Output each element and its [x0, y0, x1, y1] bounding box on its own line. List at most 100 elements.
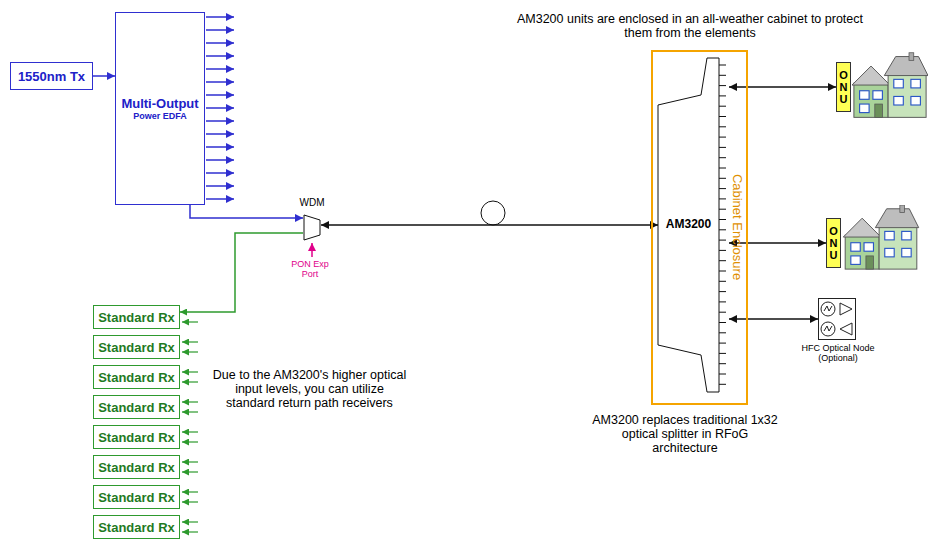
output-arrow: [206, 29, 234, 31]
signal-arrow: [93, 75, 115, 77]
output-arrow: [206, 146, 234, 148]
output-port: [719, 291, 726, 292]
node-text: Standard Rx: [98, 460, 175, 475]
coupler-outline: [304, 215, 320, 240]
output-port: [719, 65, 726, 66]
node-text: Power EDFA: [133, 111, 187, 121]
fiber-link: [321, 224, 658, 226]
input-arrow: [182, 491, 198, 492]
wdm-coupler: WDM: [303, 214, 321, 241]
output-port: [719, 188, 726, 189]
input-arrow: [182, 471, 198, 472]
cabinet-enclosure: AM3200 Cabinet Enclosure: [651, 50, 748, 405]
output-port: [719, 312, 726, 313]
node-text: Cabinet Enclosure: [730, 174, 745, 280]
output-port: [719, 343, 726, 344]
receiver-box: Standard Rx: [93, 425, 180, 449]
output-arrow: [206, 55, 234, 57]
input-arrow: [182, 521, 198, 522]
input-arrow: [182, 351, 198, 352]
hfc-node-icon: [824, 306, 832, 311]
output-arrow: [206, 198, 234, 200]
hfc-node-icon: [840, 323, 852, 335]
note-text: Due to the AM3200's higher optical input…: [212, 368, 407, 410]
node-text: ONU: [828, 225, 839, 261]
hfc-node-icon: [821, 302, 852, 336]
receiver-box: Standard Rx: [93, 305, 180, 329]
output-arrow: [206, 172, 234, 174]
receiver-box: Standard Rx: [93, 365, 180, 389]
port-arrow: [311, 243, 313, 257]
node-text: WDM: [291, 197, 333, 208]
output-port: [719, 384, 726, 385]
output-arrow: [206, 185, 234, 187]
output-arrow: [206, 159, 234, 161]
drop-fiber: [729, 318, 818, 320]
output-arrow: [206, 94, 234, 96]
output-port: [719, 198, 726, 199]
output-arrow: [206, 16, 234, 18]
node-text: Standard Rx: [98, 370, 175, 385]
output-port: [719, 353, 726, 354]
output-port: [719, 219, 726, 220]
output-port: [719, 332, 726, 333]
output-port: [719, 209, 726, 210]
hfc-node-icon: [821, 302, 835, 316]
node-text: Standard Rx: [98, 490, 175, 505]
amplifier-box: Multi-OutputPower EDFA: [115, 12, 205, 205]
node-text: HFC Optical Node (Optional): [794, 343, 882, 363]
drop-fiber: [729, 86, 836, 88]
output-port: [719, 271, 726, 272]
input-arrow: [182, 531, 198, 532]
input-arrow: [182, 441, 198, 442]
output-port: [719, 126, 726, 127]
output-port: [719, 374, 726, 375]
signal-arrow: [190, 205, 303, 218]
output-port: [719, 157, 726, 158]
node-text: Standard Rx: [98, 310, 175, 325]
output-port: [719, 95, 726, 96]
note-text: AM3200 replaces traditional 1x32 optical…: [590, 413, 780, 455]
hfc-node-icon: [821, 322, 835, 336]
receiver-box: Standard Rx: [93, 335, 180, 359]
node-text: Standard Rx: [98, 520, 175, 535]
output-arrow: [206, 42, 234, 44]
output-port: [719, 137, 726, 138]
receiver-box: Standard Rx: [93, 455, 180, 479]
receiver-box: Standard Rx: [93, 485, 180, 509]
input-arrow: [182, 411, 198, 412]
output-arrow: [206, 68, 234, 70]
output-arrow: [206, 107, 234, 109]
output-port: [719, 85, 726, 86]
input-arrow: [182, 461, 198, 462]
output-port: [719, 240, 726, 241]
input-arrow: [182, 401, 198, 402]
output-port: [719, 281, 726, 282]
output-port: [719, 363, 726, 364]
output-port: [719, 178, 726, 179]
house-illustration: [843, 205, 918, 269]
note-text: AM3200 units are enclosed in an all-weat…: [515, 12, 865, 40]
splitter-unit: AM3200: [655, 55, 727, 395]
fiber-loop: [481, 201, 505, 225]
output-arrow: [206, 133, 234, 135]
node-text: 1550nm Tx: [18, 69, 85, 84]
output-port: [719, 75, 726, 76]
return-path: [180, 233, 303, 312]
transmitter-box: 1550nm Tx: [10, 62, 93, 90]
house-illustration: [852, 53, 928, 118]
output-arrow: [206, 81, 234, 83]
splitter-outline: [658, 58, 719, 392]
output-port: [719, 147, 726, 148]
output-port: [719, 301, 726, 302]
node-text: AM3200: [658, 217, 719, 231]
coupler-outline: [303, 214, 321, 241]
node-text: Multi-Output: [121, 96, 198, 111]
output-port: [719, 250, 726, 251]
output-port: [719, 229, 726, 230]
node-text: Standard Rx: [98, 400, 175, 415]
input-arrow: [182, 381, 198, 382]
output-port: [719, 260, 726, 261]
output-port: [719, 168, 726, 169]
